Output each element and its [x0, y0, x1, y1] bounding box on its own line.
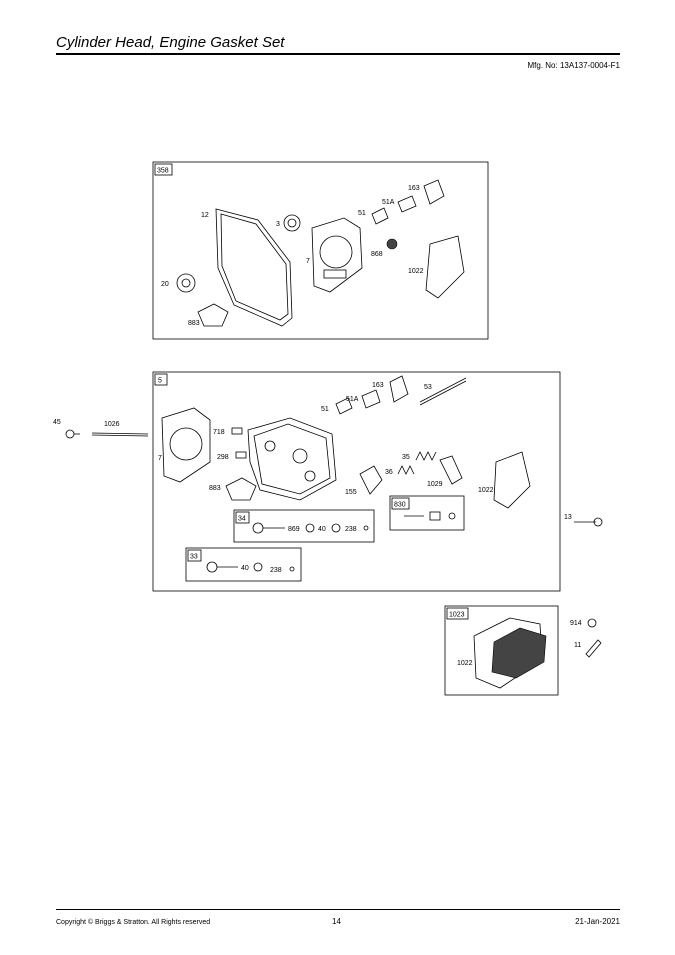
callout-155: 155 [345, 489, 357, 496]
cylinder-head [247, 417, 337, 501]
callout-869: 869 [288, 526, 300, 533]
page-number: 14 [332, 917, 341, 926]
callout-51a: 51A [382, 199, 395, 206]
callout-51: 51 [358, 210, 366, 217]
callout-358: 358 [157, 168, 169, 175]
callout-51a-b: 51A [346, 396, 359, 403]
mfg-number: Mfg. No: 13A137-0004-F1 [527, 61, 621, 70]
callout-34: 34 [238, 516, 246, 523]
box-1023-tag [446, 607, 469, 620]
callout-868: 868 [371, 251, 383, 258]
callout-7: 7 [306, 258, 310, 265]
callout-3: 3 [276, 221, 280, 228]
callout-36: 36 [385, 469, 393, 476]
valve-cover-gasket [425, 235, 465, 299]
valve-cover [491, 627, 547, 679]
pin-298 [235, 451, 247, 459]
callout-1022-c: 1022 [457, 660, 473, 667]
callout-883-a: 883 [188, 320, 200, 327]
pushrod-1026 [91, 432, 149, 435]
callout-40-a: 40 [318, 526, 326, 533]
callout-35: 35 [402, 454, 410, 461]
gasket-set-box: 358 12 3 7 51 51A 163 868 1022 20 883 [152, 161, 489, 340]
callout-45: 45 [53, 419, 61, 426]
oil-seal-20 [176, 273, 196, 293]
part-155 [359, 465, 383, 495]
callout-163: 163 [408, 185, 420, 192]
box-34-frame [233, 509, 375, 543]
callout-11: 11 [574, 642, 581, 649]
callout-238-a: 238 [345, 526, 357, 533]
footer-rule [56, 909, 620, 910]
box-34-tag [235, 511, 250, 524]
callout-33: 33 [190, 554, 198, 561]
stud-53 [419, 377, 467, 403]
copyright: Copyright © Briggs & Stratton. All Right… [56, 919, 211, 926]
loose-parts: 45 1026 13 [53, 419, 603, 527]
callout-914: 914 [570, 620, 582, 627]
spring-36 [397, 465, 415, 475]
footer-date: 21-Jan-2021 [575, 917, 620, 926]
callout-12: 12 [201, 212, 209, 219]
cylinder-head-box: 5 7 718 298 883 51 51A 163 53 35 [152, 371, 561, 592]
intake-gasket-51 [371, 207, 389, 225]
crankcase-gasket [215, 208, 293, 327]
callout-40-b: 40 [241, 565, 249, 572]
gasket-883-b [225, 477, 257, 501]
breather-tube-11 [585, 639, 602, 658]
gasket-163-b [389, 375, 409, 403]
oil-seal-3 [283, 214, 301, 232]
intake-gasket-51-b [335, 397, 353, 415]
gasket-51a-b [361, 389, 381, 409]
gasket-883 [197, 303, 229, 327]
valve-cover-gasket-b [493, 451, 531, 509]
valve-34 [252, 522, 264, 534]
callout-5: 5 [158, 378, 162, 385]
dowel-718 [231, 427, 243, 435]
callout-7-b: 7 [158, 455, 162, 462]
callout-1022-b: 1022 [478, 487, 494, 494]
head-gasket [311, 217, 363, 293]
callout-51-b: 51 [321, 406, 329, 413]
gasket-163 [423, 179, 445, 205]
gasket-51a [397, 195, 417, 213]
callout-298: 298 [217, 454, 229, 461]
header-rule [56, 53, 620, 55]
spring-35 [415, 451, 437, 461]
callout-163-b: 163 [372, 382, 384, 389]
valve-33 [206, 561, 218, 573]
callout-20: 20 [161, 281, 169, 288]
callout-830: 830 [394, 502, 406, 509]
callout-883-b: 883 [209, 485, 221, 492]
callout-53: 53 [424, 384, 432, 391]
part-1029 [439, 455, 463, 485]
callout-13: 13 [564, 514, 572, 521]
callout-238-b: 238 [270, 567, 282, 574]
box-33-frame [185, 547, 302, 582]
screw-914 [587, 618, 597, 628]
page-title: Cylinder Head, Engine Gasket Set [56, 34, 285, 51]
callout-718: 718 [213, 429, 225, 436]
callout-1029: 1029 [427, 481, 443, 488]
head-gasket-b [161, 407, 211, 483]
callout-1026: 1026 [104, 421, 120, 428]
bolt-45 [65, 429, 75, 439]
callout-1022-a: 1022 [408, 268, 424, 275]
crankcase-gasket-inner [220, 213, 289, 321]
box-5-tag [154, 373, 168, 386]
valve-cover-box: 1023 1022 [444, 605, 559, 696]
box-5-frame [152, 371, 561, 592]
seal-868 [386, 238, 398, 250]
box-830-tag [391, 497, 410, 510]
callout-1023: 1023 [449, 612, 465, 619]
box-33-tag [187, 549, 202, 562]
box-1023-frame [444, 605, 559, 696]
box-358-tag [154, 163, 173, 176]
box-830-frame [389, 495, 465, 531]
box-358-frame [152, 161, 489, 340]
